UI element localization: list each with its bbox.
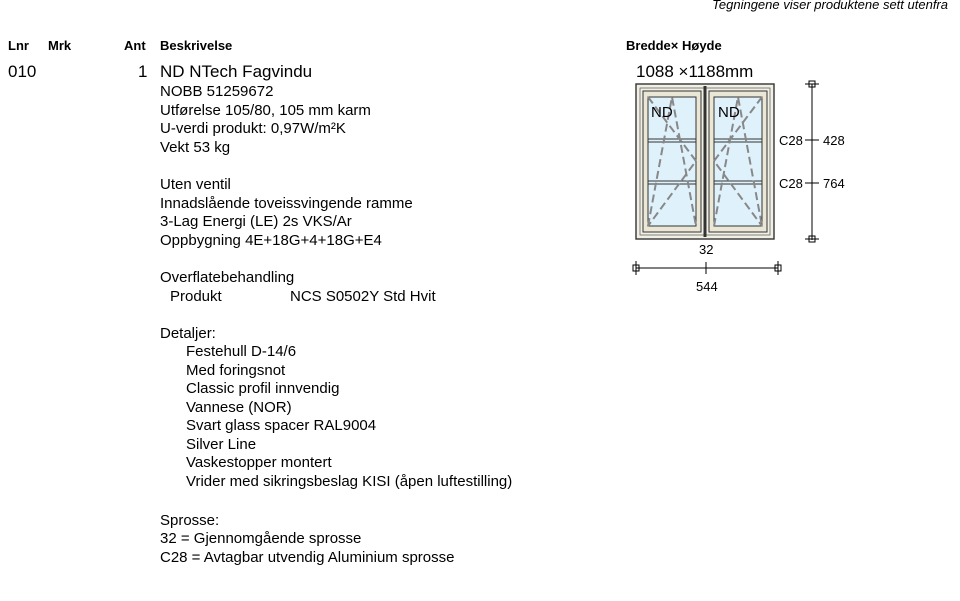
option-line: Oppbygning 4E+18G+4+18G+E4 [160, 231, 382, 249]
surface-label: Produkt [170, 288, 222, 305]
right-sash [708, 90, 768, 233]
detail-line: Med foringsnot [186, 361, 286, 379]
left-opening-lines [647, 96, 697, 227]
bar-1-label: C28 [779, 133, 803, 148]
left-tilt-lines [647, 96, 698, 227]
details-heading: Detaljer: [160, 325, 216, 342]
detail-line: Vannese (NOR) [186, 398, 292, 416]
detail-line: Festehull D-14/6 [186, 343, 297, 360]
sprosse-list: 32 = Gjennomgående sprosse C28 = Avtagba… [160, 530, 454, 567]
header-lnr: Lnr [8, 38, 29, 53]
spec-line: U-verdi produkt: 0,97W/m²K [160, 120, 346, 137]
left-glass [647, 96, 697, 227]
detail-line: Svart glass spacer RAL9004 [186, 417, 377, 434]
header-beskrivelse: Beskrivelse [160, 38, 233, 53]
right-sash-label: ND [718, 104, 740, 121]
header-bredde-hoyde: Bredde× Høyde [626, 38, 722, 53]
right-tilt-lines [712, 96, 763, 227]
right-glass [713, 96, 763, 227]
drawing-orientation-note: Tegningene viser produktene sett utenfra [712, 0, 948, 12]
sprosse-heading: Sprosse: [160, 512, 220, 529]
detail-line: Vaskestopper montert [186, 454, 332, 471]
detail-line: Vrider med sikringsbeslag KISI (åpen luf… [186, 472, 513, 490]
sprosse-line: 32 = Gjennomgående sprosse [160, 530, 362, 547]
option-line: Innadslående toveissvingende ramme [160, 194, 413, 212]
height-dim-top-cap [808, 80, 816, 88]
width-dim-left-cap [632, 264, 640, 272]
quantity: 1 [138, 62, 148, 81]
header-mrk: Mrk [48, 38, 72, 53]
detail-line: Classic profil innvendig [186, 380, 340, 397]
mullion-label: 32 [699, 242, 713, 257]
sprosse-line: C28 = Avtagbar utvendig Aluminium spross… [160, 548, 455, 566]
line-number: 010 [8, 62, 37, 81]
right-opening-lines [713, 96, 763, 227]
detail-line: Silver Line [186, 435, 257, 453]
height-dim-bottom-cap [808, 235, 816, 243]
width-dim-right-cap [774, 264, 782, 272]
option-list: Uten ventil Innadslående toveissvingende… [160, 176, 413, 250]
details-list: Festehull D-14/6 Med foringsnot Classic … [186, 343, 512, 491]
window-frame [635, 83, 775, 240]
surface-heading: Overflatebehandling [160, 269, 295, 286]
spec-line: Utførelse 105/80, 105 mm karm [160, 101, 371, 119]
width-dim-label: 544 [696, 279, 718, 294]
option-line: 3-Lag Energi (LE) 2s VKS/Ar [160, 213, 352, 230]
bar-2-label: C28 [779, 176, 803, 191]
product-title: ND NTech Fagvindu [160, 62, 313, 81]
left-sash [642, 90, 702, 233]
window-frame-inner [639, 87, 771, 236]
product-dimensions: 1088 ×1188mm [636, 62, 754, 81]
left-sash-label: ND [651, 104, 673, 121]
surface-value: NCS S0502Y Std Hvit [290, 288, 436, 305]
spec-line: Vekt 53 kg [160, 138, 231, 156]
header-ant: Ant [124, 38, 146, 53]
spec-list: NOBB 51259672 Utførelse 105/80, 105 mm k… [160, 83, 371, 157]
option-line: Uten ventil [160, 176, 231, 193]
bar-1-value: 428 [823, 133, 845, 148]
bar-2-value: 764 [823, 176, 845, 191]
spec-line: NOBB 51259672 [160, 83, 274, 100]
